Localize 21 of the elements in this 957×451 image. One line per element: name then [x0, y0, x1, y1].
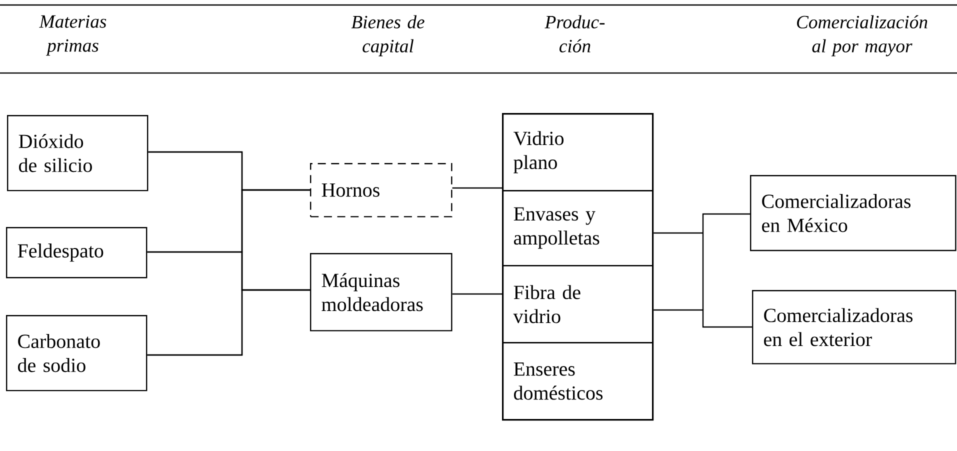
process-box: Comercializadoras en México	[750, 175, 956, 252]
column-heading: Comercialización al por mayor	[797, 15, 928, 56]
process-box: Hornos	[310, 163, 452, 218]
process-box: Máquinas moldeadoras	[310, 253, 452, 332]
product-cell: Envases y ampolletas	[502, 190, 654, 266]
connector-line	[147, 289, 310, 356]
product-cell: Vidrio plano	[502, 113, 654, 192]
process-box: Dióxido de silicio	[7, 115, 148, 192]
product-cell: Enseres domésticos	[502, 342, 654, 420]
connector-line	[653, 213, 751, 311]
product-column-box	[502, 113, 654, 421]
process-box: Feldespato	[6, 227, 148, 278]
connector-line	[452, 293, 502, 295]
column-heading: Materias primas	[39, 15, 106, 56]
column-heading: Bienes de capital	[351, 15, 424, 56]
connector-line	[654, 309, 752, 328]
column-heading: Produc- ción	[544, 15, 605, 52]
process-box: Carbonato de sodio	[6, 315, 148, 392]
connector-line	[452, 187, 502, 189]
process-box: Comercializadoras en el exterior	[752, 290, 956, 364]
product-cell: Fibra de vidrio	[502, 265, 654, 344]
